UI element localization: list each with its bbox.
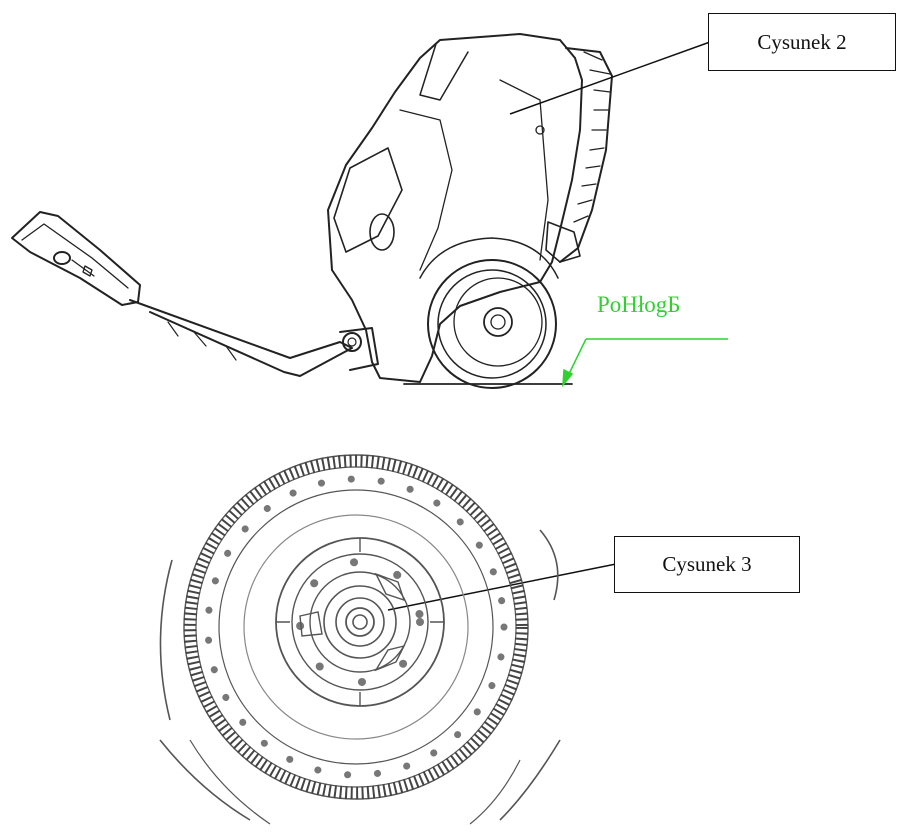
machine-side-view bbox=[11, 33, 613, 389]
wheel bbox=[427, 259, 557, 389]
leader-line-2 bbox=[509, 41, 711, 115]
handle-grip bbox=[11, 211, 141, 306]
machine-body bbox=[327, 33, 583, 383]
disc-dot-ring bbox=[204, 475, 508, 779]
leader-line-3 bbox=[387, 563, 617, 611]
callout-label-2: Cysunek 2 bbox=[708, 13, 896, 71]
callout-label-3: Cysunek 3 bbox=[614, 536, 800, 593]
handle-arm bbox=[129, 299, 353, 377]
floor-marker bbox=[562, 338, 728, 388]
brush-disc-bottom-view bbox=[159, 454, 561, 825]
floor-label: PoHłogБ bbox=[597, 292, 681, 317]
